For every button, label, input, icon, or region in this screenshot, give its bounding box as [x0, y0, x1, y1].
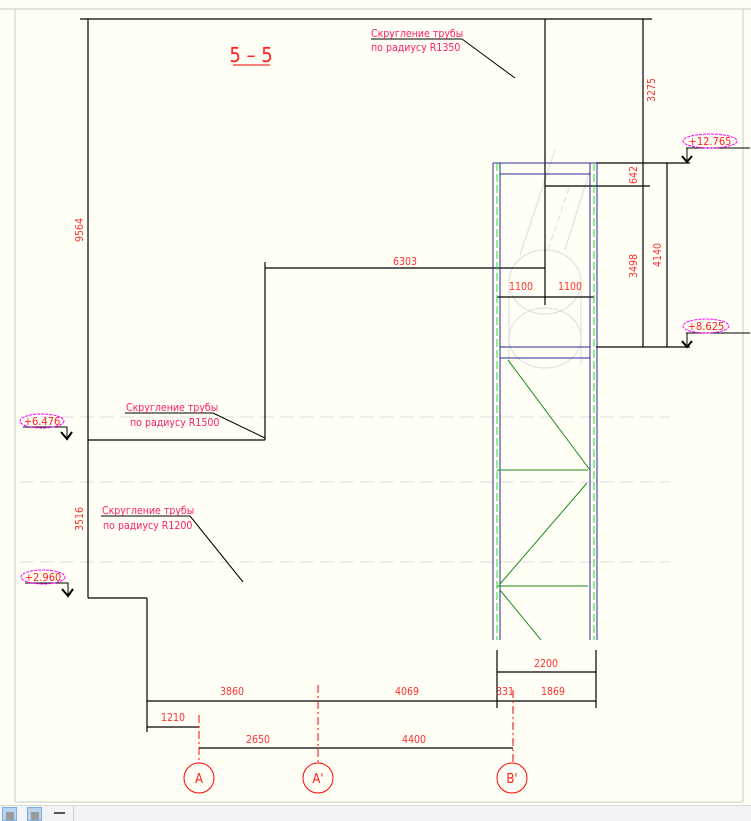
- dim-2650: 2650: [246, 734, 270, 746]
- level-6476: +6.476: [24, 415, 61, 428]
- dim-3498: 3498: [628, 254, 640, 278]
- dim-4140: 4140: [652, 243, 664, 267]
- dim-4069: 4069: [395, 686, 419, 698]
- note-r1350-line1: Скругление трубы: [371, 28, 463, 40]
- note-leaders: [101, 38, 516, 583]
- tower-structure: [492, 162, 598, 640]
- dim-1100-right: 1100: [558, 281, 582, 293]
- level-guide-lines: [20, 416, 670, 563]
- dimension-tool-button[interactable]: [52, 807, 67, 821]
- level-2960: +2.960: [25, 571, 62, 584]
- dim-3275: 3275: [646, 78, 658, 102]
- section-title: 5 – 5: [229, 43, 272, 67]
- dim-4400: 4400: [402, 734, 426, 746]
- dim-3860: 3860: [220, 686, 244, 698]
- tower-bracing: [496, 163, 595, 641]
- dim-9564: 9564: [74, 218, 86, 242]
- dim-6303: 6303: [393, 256, 417, 268]
- level-8625: +8.625: [688, 320, 725, 333]
- dim-642: 642: [628, 166, 640, 184]
- select-object-button[interactable]: [2, 807, 17, 821]
- dim-1210: 1210: [161, 712, 185, 724]
- axis-lines: [198, 685, 514, 763]
- note-r1350-line2: по радиусу R1350: [371, 42, 460, 54]
- axis-label-b-prime: B': [506, 772, 517, 787]
- select-object-icon: [6, 812, 14, 820]
- note-r1200-line1: Скругление трубы: [102, 505, 194, 517]
- note-r1500-line1: Скругление трубы: [126, 402, 218, 414]
- select-frame-button[interactable]: [27, 807, 42, 821]
- ghost-cylinder: [508, 149, 591, 369]
- dim-1869: 1869: [541, 686, 565, 698]
- axis-label-a: A: [195, 772, 203, 787]
- dimension-tool-icon: [54, 812, 65, 815]
- viewport-frame: [0, 8, 751, 803]
- dim-1100-left: 1100: [509, 281, 533, 293]
- note-r1200-line2: по радиусу R1200: [103, 520, 192, 532]
- toolbar-divider: [73, 806, 74, 821]
- axis-bubbles: [183, 762, 528, 794]
- dim-2200: 2200: [534, 658, 558, 670]
- level-12765: +12.765: [689, 135, 732, 148]
- bottom-toolbar: [0, 805, 751, 821]
- dim-331: 331: [496, 686, 514, 698]
- select-frame-icon: [31, 812, 39, 820]
- dim-3516: 3516: [74, 507, 86, 531]
- pipe-route: [80, 18, 690, 749]
- note-r1500-line2: по радиусу R1500: [130, 417, 219, 429]
- level-markers: [19, 133, 750, 598]
- axis-label-a-prime: A': [312, 772, 323, 787]
